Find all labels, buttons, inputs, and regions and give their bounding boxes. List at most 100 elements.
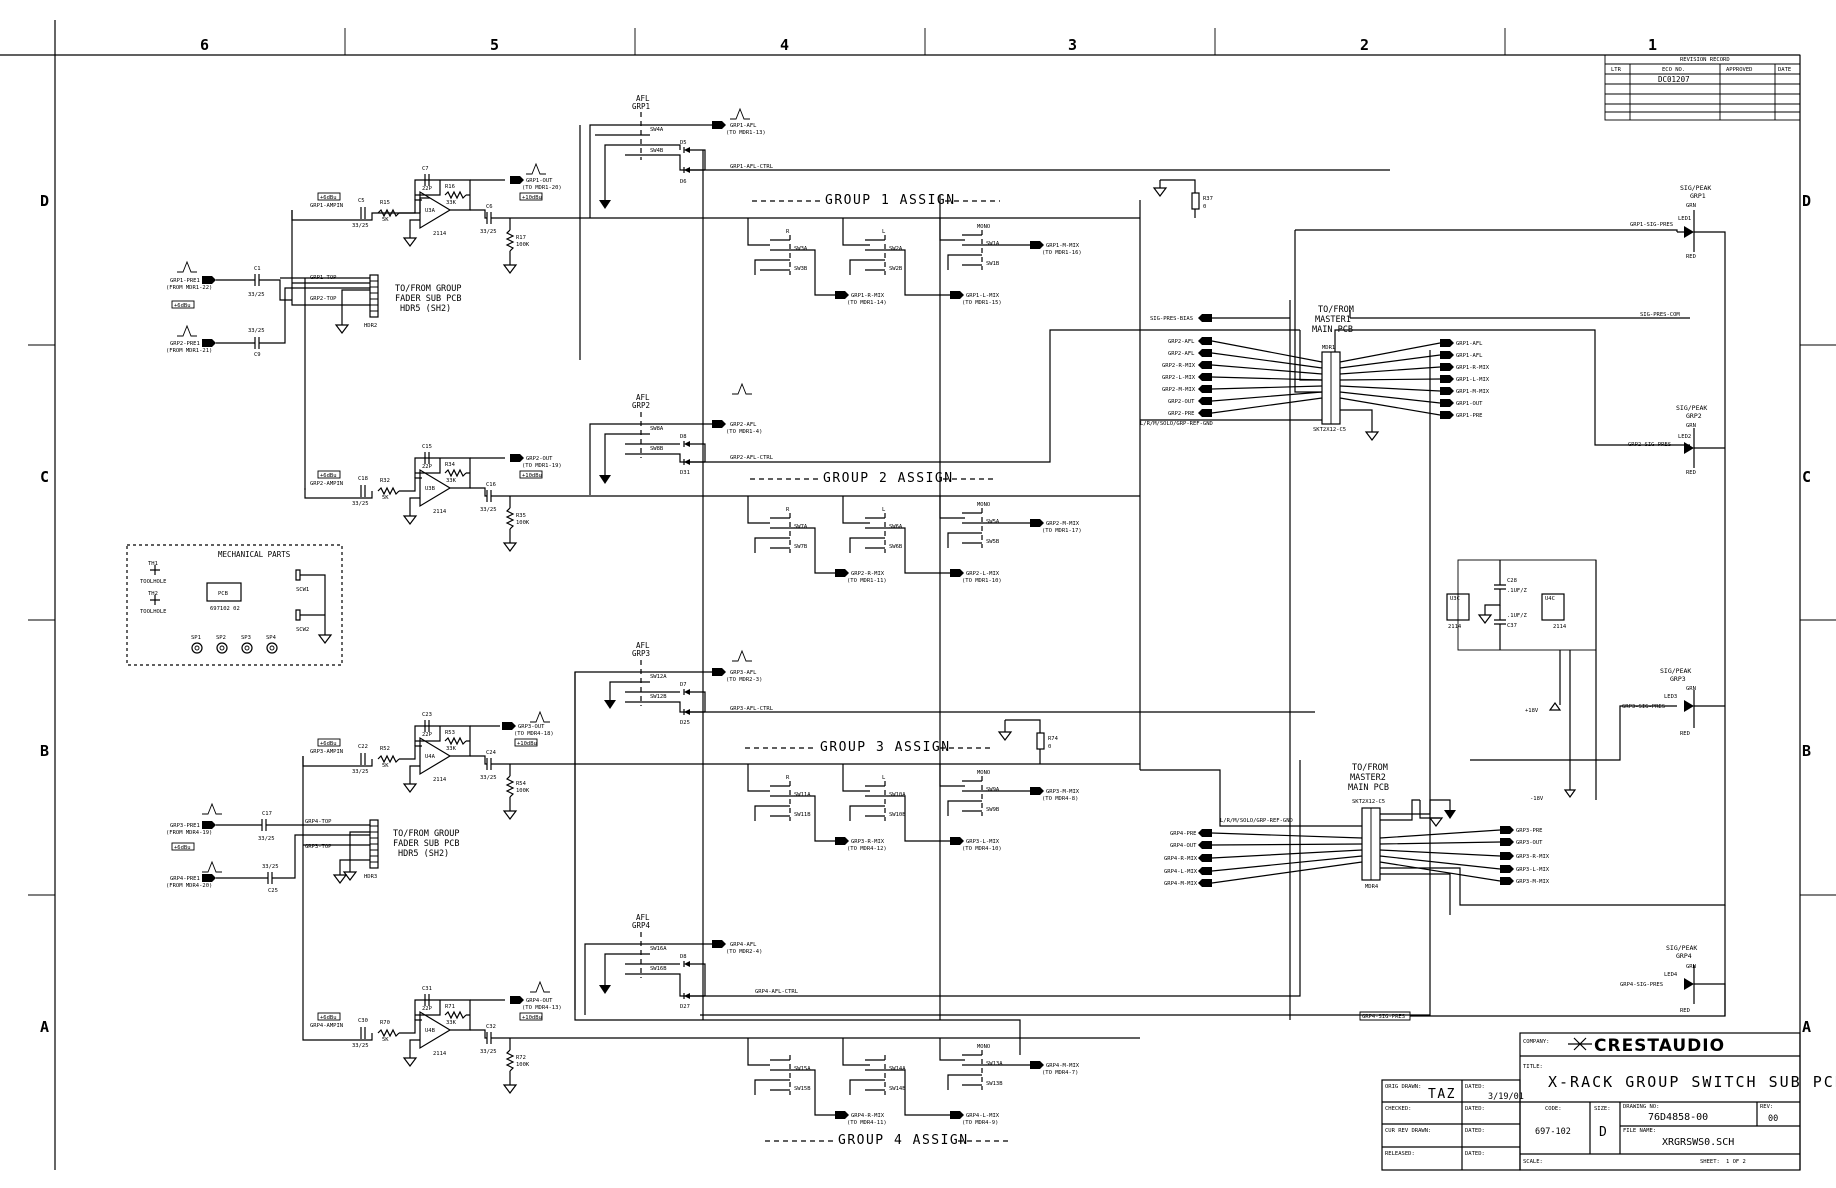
led-grp1: SIG/PEAK GRP1 GRN GRP1-SIG-PRES LED1 RED xyxy=(1295,184,1726,700)
revision-record: REVISION RECORD LTR ECO NO. APPROVED DAT… xyxy=(1604,54,1801,121)
level-tag: +6dBu xyxy=(320,195,337,201)
led-color: RED xyxy=(1680,1008,1690,1014)
eco-number: DC01207 xyxy=(1658,75,1690,84)
net-label: GRP4-AMPIN xyxy=(310,1023,343,1029)
component-ref: C23 xyxy=(422,712,432,718)
component-ref: R35 xyxy=(516,513,526,519)
led-grp2: SIG/PEAK GRP2 GRN GRP2-SIG-PRES LED2 RED xyxy=(1628,404,1725,476)
switch-ref: SW4B xyxy=(650,148,664,154)
zone-row-label: A xyxy=(1802,1018,1811,1036)
led-color: GRN xyxy=(1686,964,1696,970)
net-label: (TO MDR1-14) xyxy=(847,300,887,306)
net-label: GRP2-AFL-CTRL xyxy=(730,455,774,461)
net-label: GRP1-R-MIX xyxy=(851,293,885,299)
fader-connector-1: HDR2 TO/FROM GROUP FADER SUB PCB HDR5 (S… xyxy=(166,210,462,490)
title-field-label: ORIG DRAWN: xyxy=(1385,1084,1421,1090)
led-color: GRN xyxy=(1686,203,1696,209)
cross-note: GRP4-SIG-PRES xyxy=(1359,905,1726,1021)
net-label: (TO MDR4-12) xyxy=(847,846,887,852)
net-label: GRP2-PRE xyxy=(1168,411,1195,417)
net-label: GRP1-OUT xyxy=(526,178,553,184)
component-value: 100K xyxy=(516,520,530,526)
component-ref: C24 xyxy=(486,750,497,756)
zone-col-label: 4 xyxy=(780,36,789,54)
sheet-size: D xyxy=(1599,1125,1608,1140)
switch-ref: SW11B xyxy=(794,812,811,818)
switch-ref: SW1B xyxy=(986,261,1000,267)
component-ref: C32 xyxy=(486,1024,496,1030)
component-ref: SCW1 xyxy=(296,587,309,593)
component-ref: R16 xyxy=(445,184,455,190)
component-ref: C9 xyxy=(254,352,261,358)
revision-header: LTR xyxy=(1611,67,1622,73)
switch-ref: SW12A xyxy=(650,674,667,680)
header-ref: MDR1 xyxy=(1322,345,1335,351)
connector-label: MASTER2 xyxy=(1350,773,1386,783)
component-value: 100K xyxy=(516,242,530,248)
net-label: (TO MDR4-10) xyxy=(962,846,1002,852)
net-label: (TO MDR1-20) xyxy=(522,185,562,191)
revision-number: 00 xyxy=(1768,1114,1778,1124)
component-value: 33K xyxy=(446,1020,457,1026)
component-ref: LED1 xyxy=(1678,216,1691,222)
drawing-number: 76D4858-00 xyxy=(1648,1112,1708,1123)
switch-ref: SW15B xyxy=(794,1086,811,1092)
opamp-part: 2114 xyxy=(1448,624,1462,630)
switch-ref: SW16A xyxy=(650,946,667,952)
diode-ref: D25 xyxy=(680,720,690,726)
switch-head: L xyxy=(882,507,886,513)
component-ref: R54 xyxy=(516,781,527,787)
header-part: SKT2X12-C5 xyxy=(1313,427,1346,433)
component-ref: TH1 xyxy=(148,561,158,567)
master2-connector: TO/FROM MASTER2 MAIN PCB SKT2X12-C5 MDR4… xyxy=(1140,700,1726,915)
net-label: (TO MDR1-13) xyxy=(726,130,766,136)
net-label: (TO MDR4-9) xyxy=(962,1120,998,1126)
net-label: GRP1-L-MIX xyxy=(1456,377,1490,383)
afl-group: GRP1 xyxy=(632,102,650,111)
component-ref: PCB xyxy=(218,591,229,597)
opamp-ref: U3B xyxy=(425,486,436,492)
component-ref: R74 xyxy=(1048,736,1059,742)
component-label: TOOLHOLE xyxy=(140,609,167,615)
level-tag: +6dBu xyxy=(320,741,337,747)
net-label: GRP2-SIG-PRES xyxy=(1628,442,1671,448)
component-ref: R52 xyxy=(380,746,390,752)
switch-head: L xyxy=(882,229,886,235)
switch-ref: SW9B xyxy=(986,807,1000,813)
title-field-label: RELEASED: xyxy=(1385,1151,1415,1157)
net-label: GRP2-TOP xyxy=(310,296,337,302)
zone-column-labels: 6 5 4 3 2 1 xyxy=(200,36,1657,54)
revision-header: DATE xyxy=(1778,67,1791,73)
component-value: 100K xyxy=(516,1062,530,1068)
switch-ref: SW10A xyxy=(889,792,906,798)
net-label: (FROM MDR1-22) xyxy=(166,285,212,291)
net-label: (TO MDR4-13) xyxy=(522,1005,562,1011)
net-label: (TO MDR1-17) xyxy=(1042,528,1082,534)
amp-grp4: C30 33/25 R70 5K U4B 2114 C31 22P R71 33… xyxy=(302,981,1140,1094)
component-value: 22P xyxy=(422,732,433,738)
connector-label: HDR5 (SH2) xyxy=(398,849,449,859)
resistor-r74: R74 0 xyxy=(998,719,1059,764)
component-ref: LED4 xyxy=(1664,972,1678,978)
title-field-label: DRAWING NO: xyxy=(1623,1104,1659,1110)
switch-ref: SW7B xyxy=(794,544,808,550)
component-value: 33/25 xyxy=(352,223,369,229)
net-label: GRP2-M-MIX xyxy=(1046,521,1080,527)
net-label: GRP4-PRE1 xyxy=(170,876,200,882)
drawing-title: X-RACK GROUP SWITCH SUB PCB xyxy=(1548,1073,1836,1091)
group-assign-label: GROUP 1 ASSIGN xyxy=(825,193,956,208)
title-field-label: DATED: xyxy=(1465,1084,1485,1090)
title-field-label: CHECKED: xyxy=(1385,1106,1412,1112)
component-value: 697102 02 xyxy=(210,606,240,612)
net-label: GRP4-L-MIX xyxy=(1164,869,1198,875)
mechanical-title: MECHANICAL PARTS xyxy=(218,550,291,559)
component-value: 5K xyxy=(382,495,389,501)
component-value: 33/25 xyxy=(248,292,265,298)
drawn-date: 3/19/01 xyxy=(1488,1092,1524,1102)
net-label: GRP1-M-MIX xyxy=(1046,243,1080,249)
net-label: GRP3-R-MIX xyxy=(851,839,885,845)
component-label: TOOLHOLE xyxy=(140,579,167,585)
component-ref: C1 xyxy=(254,266,261,272)
switch-head: L xyxy=(882,775,886,781)
